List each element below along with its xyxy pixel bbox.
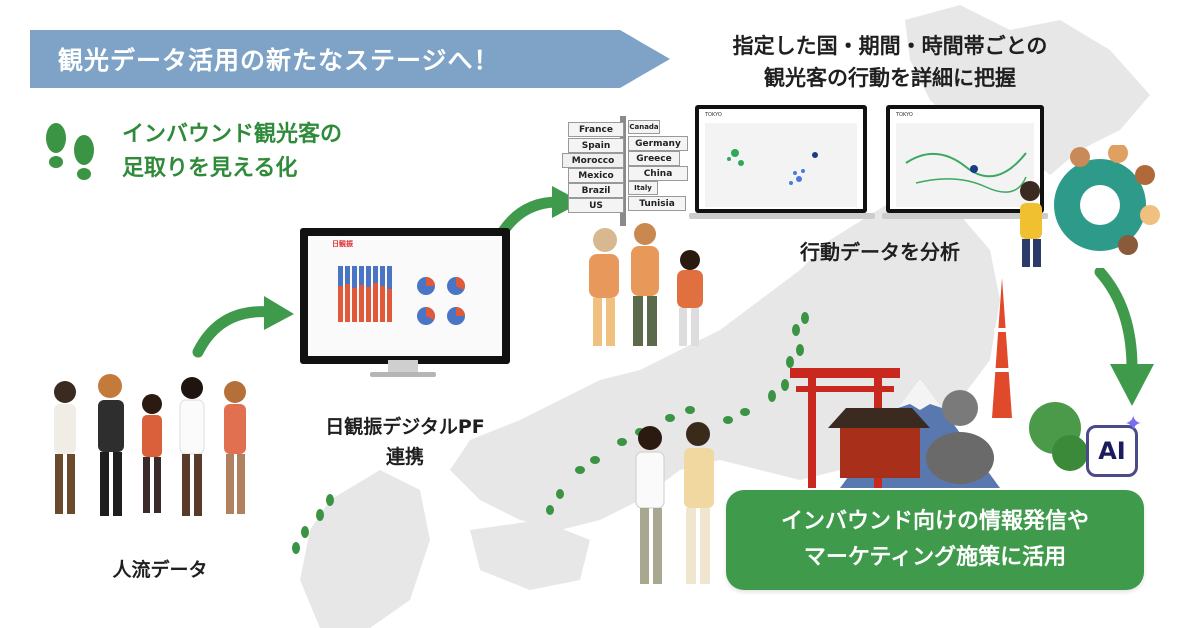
travelers-illustration xyxy=(589,223,703,346)
signpost: France Spain Morocco Mexico Brazil US Ca… xyxy=(560,116,690,226)
banner-arrow xyxy=(30,30,670,88)
sign-right-2: Greece xyxy=(628,151,680,166)
sign-left-3: Mexico xyxy=(568,168,624,183)
platform-monitor: 日観振 xyxy=(300,228,510,378)
analysis-monitor-1: TOKYO xyxy=(689,105,880,221)
people-label: 人流データ xyxy=(112,559,208,581)
map-routes-2 xyxy=(896,123,1034,207)
flow-arrow-1 xyxy=(192,296,294,358)
sign-left-2: Morocco xyxy=(562,153,624,168)
platform-label-line1: 日観振デジタルPF xyxy=(325,416,485,438)
map-scatter-1 xyxy=(705,123,857,207)
cta-box: インバウンド向けの情報発信や マーケティング施策に活用 xyxy=(726,490,1144,590)
sign-right-3: China xyxy=(628,166,688,181)
dashboard-brand: 日観振 xyxy=(332,240,353,248)
platform-label-line2: 連携 xyxy=(385,446,424,468)
platform-screen: 日観振 xyxy=(300,228,510,364)
top-right-caption: 指定した国・期間・時間帯ごとの 観光客の行動を詳細に把握 xyxy=(690,30,1090,94)
footsteps-heading-line2: 足取りを見える化 xyxy=(122,156,298,181)
cta-line1: インバウンド向けの情報発信や xyxy=(780,509,1089,534)
dashboard-stacked-bars xyxy=(338,266,392,322)
footsteps-heading-line1: インバウンド観光客の xyxy=(122,122,343,147)
walking-couple-illustration xyxy=(635,422,714,584)
analysis-monitor-2: TOKYO xyxy=(882,105,1051,221)
top-right-line1: 指定した国・期間・時間帯ごとの xyxy=(732,34,1048,58)
screen-title-2: TOKYO xyxy=(896,112,913,118)
dashboard-pies xyxy=(417,277,465,325)
sign-right-4: Italy xyxy=(628,181,658,195)
people-group-illustration xyxy=(54,374,246,516)
flow-arrow-3 xyxy=(1094,268,1154,406)
sign-left-0: France xyxy=(568,122,624,137)
banner-title: 観光データ活用の新たなステージへ！ xyxy=(58,46,500,75)
sparkle-icon: ✦ xyxy=(1124,412,1143,437)
platform-label: 日観振デジタルPF 連携 xyxy=(290,412,520,472)
sign-right-1: Germany xyxy=(628,136,688,151)
japan-landmarks-illustration xyxy=(790,278,1088,488)
sign-right-5: Tunisia xyxy=(628,196,686,211)
ai-badge: AI xyxy=(1086,425,1138,477)
sign-left-1: Spain xyxy=(568,138,624,153)
top-right-line2: 観光客の行動を詳細に把握 xyxy=(764,66,1016,90)
sign-right-0: Canada xyxy=(628,120,660,134)
sign-left-4: Brazil xyxy=(568,183,624,198)
analysis-label: 行動データを分析 xyxy=(800,240,960,264)
sign-left-5: US xyxy=(568,198,624,213)
cta-line2: マーケティング施策に活用 xyxy=(803,545,1067,570)
screen-title-1: TOKYO xyxy=(705,112,722,118)
analyst-illustration xyxy=(1020,145,1160,267)
footprints-icon xyxy=(46,123,94,180)
footsteps-heading: インバウンド観光客の 足取りを見える化 xyxy=(122,118,342,186)
